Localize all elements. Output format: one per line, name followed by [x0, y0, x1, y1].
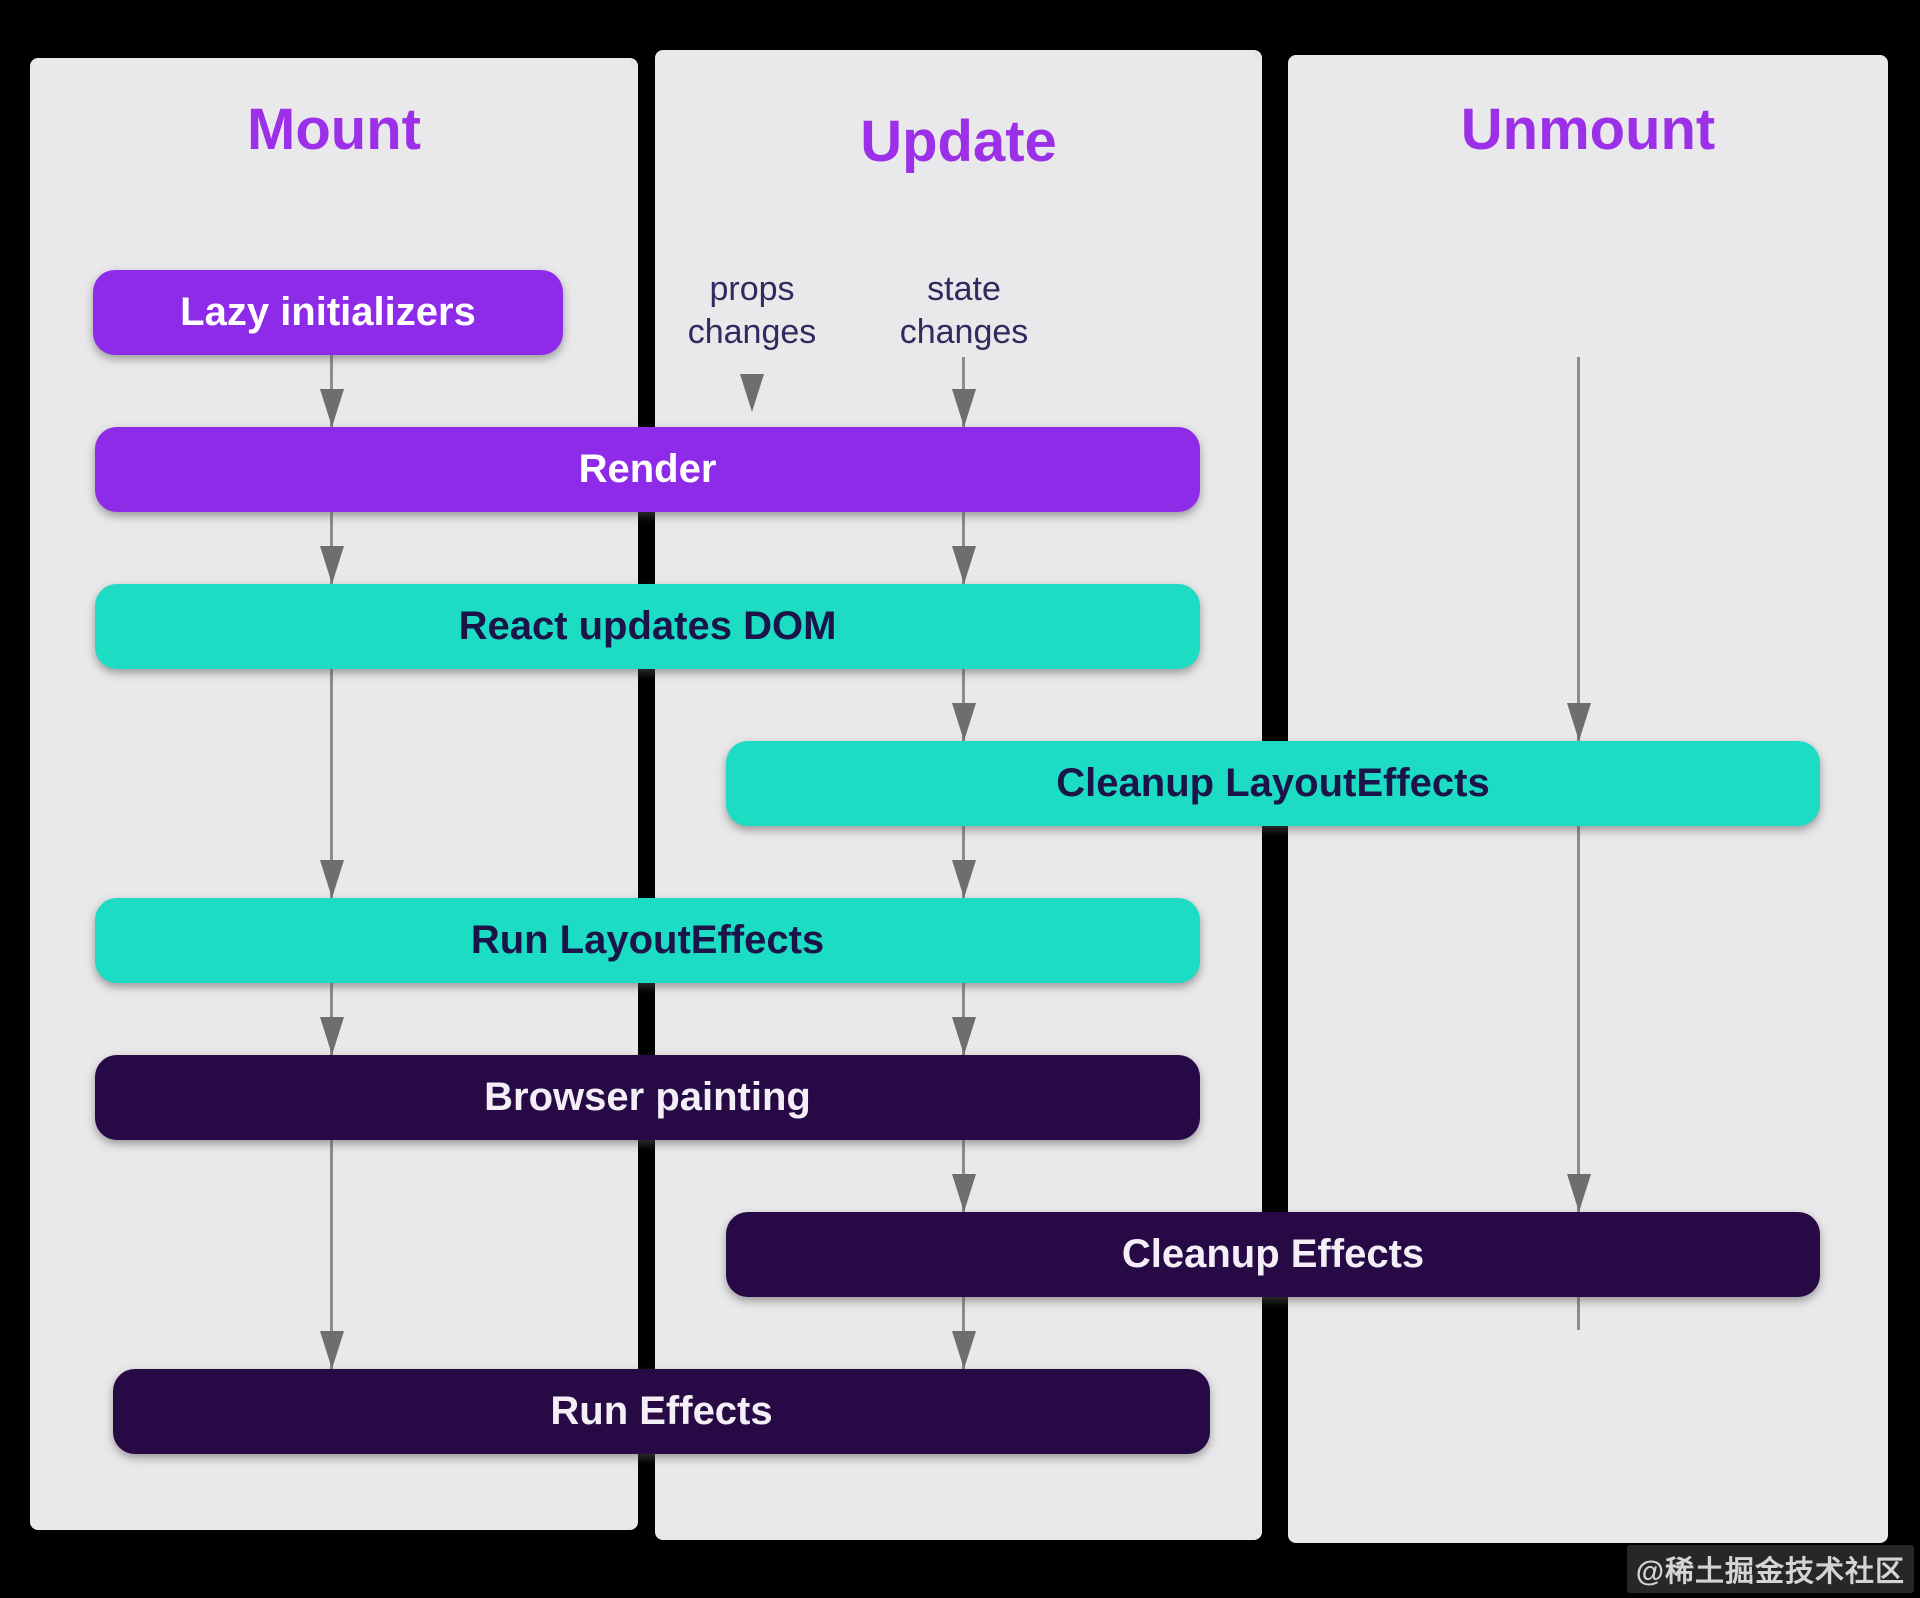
update-arrowhead-icon — [952, 1017, 976, 1055]
update-arrowhead-icon — [952, 860, 976, 898]
unmount-arrowhead-icon — [1567, 1174, 1591, 1212]
props-changes-label: props changes — [642, 268, 862, 354]
cleanup-effects-box: Cleanup Effects — [726, 1212, 1820, 1297]
state-changes-label: state changes — [854, 268, 1074, 354]
cleanup-layouteffects-box: Cleanup LayoutEffects — [726, 741, 1820, 826]
unmount-arrowhead-icon — [1567, 703, 1591, 741]
render-box: Render — [95, 427, 1200, 512]
update-heading: Update — [860, 109, 1057, 174]
update-arrowhead-icon — [952, 1174, 976, 1212]
mount-arrowhead-icon — [320, 389, 344, 427]
mount-arrowhead-icon — [320, 1017, 344, 1055]
mount-arrowhead-icon — [320, 546, 344, 584]
watermark: @稀土掘金技术社区 — [1626, 1545, 1914, 1593]
state-changes-line2: changes — [899, 313, 1029, 351]
mount-arrowhead-icon — [320, 860, 344, 898]
state-changes-line1: state — [927, 270, 1001, 308]
mount-flow-line — [330, 669, 333, 898]
props-arrowhead-icon — [740, 374, 764, 412]
mount-flow-line — [330, 1140, 333, 1369]
mount-arrowhead-icon — [320, 1331, 344, 1369]
run-effects-box: Run Effects — [113, 1369, 1210, 1454]
state-arrowhead-icon — [952, 389, 976, 427]
browser-painting-box: Browser painting — [95, 1055, 1200, 1140]
props-changes-line1: props — [709, 270, 795, 308]
react-updates-dom-box: React updates DOM — [95, 584, 1200, 669]
mount-heading: Mount — [247, 97, 421, 162]
lazy-initializers-box: Lazy initializers — [93, 270, 563, 355]
run-layouteffects-box: Run LayoutEffects — [95, 898, 1200, 983]
unmount-flow-line — [1577, 1297, 1580, 1330]
update-arrowhead-icon — [952, 546, 976, 584]
unmount-flow-line — [1577, 826, 1580, 1212]
unmount-flow-line — [1577, 357, 1580, 741]
update-arrowhead-icon — [952, 1331, 976, 1369]
update-arrowhead-icon — [952, 703, 976, 741]
props-changes-line2: changes — [687, 313, 817, 351]
unmount-heading: Unmount — [1460, 97, 1716, 162]
